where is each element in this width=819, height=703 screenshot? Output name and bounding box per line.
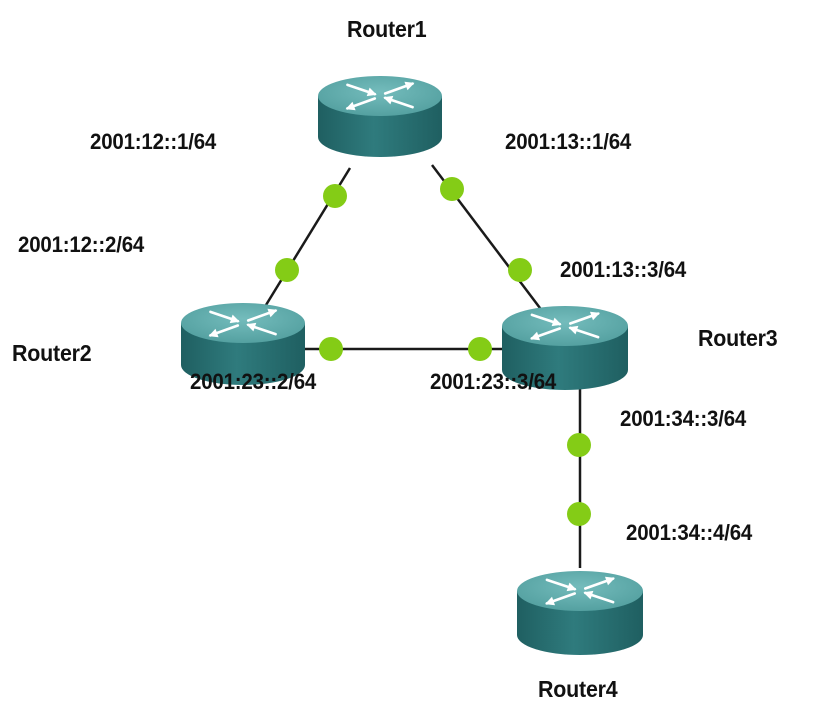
interface-dot-icon xyxy=(440,177,464,201)
interface-address-label: 2001:23::2/64 xyxy=(190,369,317,394)
interface-address-label: 2001:13::1/64 xyxy=(505,129,632,154)
router-icon xyxy=(318,76,442,157)
interface-dot-icon xyxy=(323,184,347,208)
router-label: Router1 xyxy=(347,16,427,42)
interface-address-label: 2001:12::1/64 xyxy=(90,129,217,154)
interface-dot-icon xyxy=(508,258,532,282)
interface-address-label: 2001:34::4/64 xyxy=(626,520,753,545)
interface-address-label: 2001:34::3/64 xyxy=(620,406,747,431)
router-icon xyxy=(502,306,628,390)
interface-dot-icon xyxy=(319,337,343,361)
interface-address-label: 2001:12::2/64 xyxy=(18,232,145,257)
interface-dot-icon xyxy=(567,502,591,526)
router-icon xyxy=(517,571,643,655)
router-icon xyxy=(181,303,305,385)
interface-address-label: 2001:23::3/64 xyxy=(430,369,557,394)
interface-dot-icon xyxy=(567,433,591,457)
router-label: Router3 xyxy=(698,325,778,351)
router-label: Router4 xyxy=(538,676,618,702)
interface-dot-icon xyxy=(468,337,492,361)
interface-address-label: 2001:13::3/64 xyxy=(560,257,687,282)
router-label: Router2 xyxy=(12,340,92,366)
interface-dot-icon xyxy=(275,258,299,282)
